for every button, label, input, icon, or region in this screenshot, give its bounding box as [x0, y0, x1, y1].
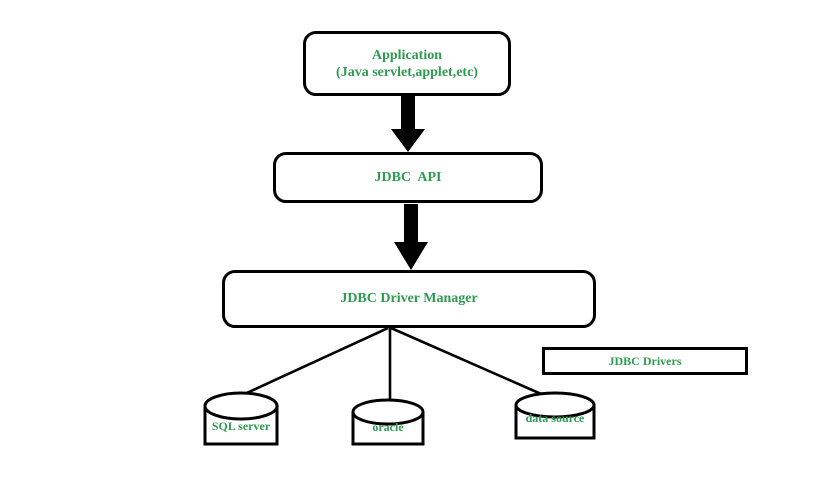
- database-cylinder-oracle: [351, 398, 425, 446]
- database-label-oracle: oracle: [372, 420, 404, 434]
- jdbc-driver-manager-label: JDBC Driver Manager: [340, 291, 478, 306]
- down-arrow-icon: [394, 204, 428, 270]
- connector-line-data-source: [390, 326, 549, 399]
- jdbc-api-label: JDBC API: [374, 169, 442, 185]
- database-label-sql-server: SQL server: [211, 419, 271, 433]
- application-node: Application (Java servlet,applet,etc): [303, 31, 511, 96]
- database-label-data-source: data source: [525, 411, 585, 425]
- database-cylinder-data-source: [514, 391, 596, 440]
- database-cylinder-sql-server: [203, 391, 279, 446]
- down-arrow-icon: [391, 96, 425, 152]
- connector-line-sql-server: [237, 326, 389, 399]
- jdbc-driver-manager-node: JDBC Driver Manager: [222, 270, 596, 328]
- jdbc-api-node: JDBC API: [273, 152, 543, 203]
- jdbc-drivers-label: JDBC Drivers: [608, 353, 682, 368]
- application-label-line2: (Java servlet,applet,etc): [336, 64, 478, 80]
- jdbc-drivers-node: JDBC Drivers: [542, 347, 748, 375]
- application-label-line1: Application: [371, 47, 442, 63]
